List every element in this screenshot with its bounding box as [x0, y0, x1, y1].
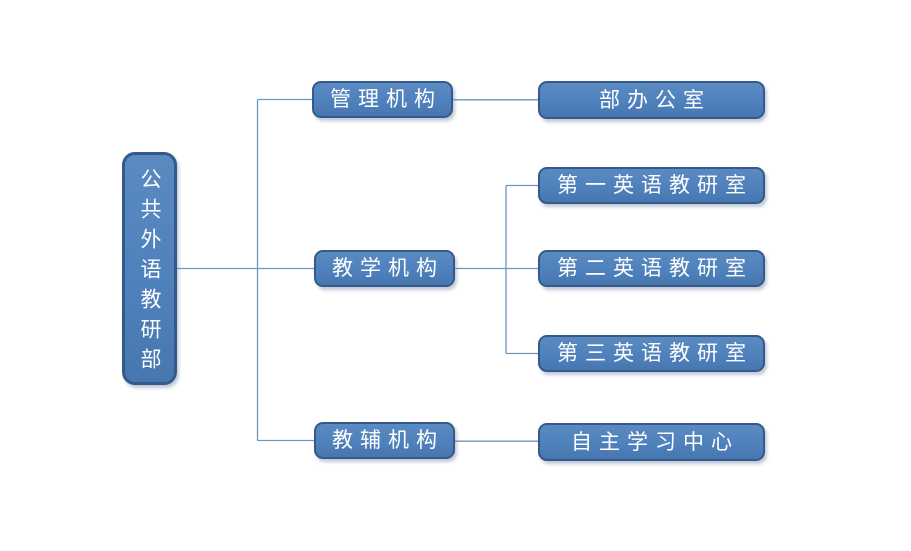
node-english-office-3-label: 第三英语教研室	[557, 341, 753, 365]
node-self-study-center: 自主学习中心	[538, 423, 765, 461]
node-english-office-2-label: 第二英语教研室	[557, 256, 753, 280]
node-self-study-center-label: 自主学习中心	[571, 429, 739, 454]
node-root-department: 公共外语教研部	[122, 152, 177, 385]
node-auxiliary-org-label: 教辅机构	[332, 428, 444, 452]
node-department-office-label: 部办公室	[599, 87, 711, 112]
node-management-org: 管理机构	[312, 81, 453, 118]
node-department-office: 部办公室	[538, 81, 765, 119]
node-english-office-1-label: 第一英语教研室	[557, 173, 753, 197]
node-auxiliary-org: 教辅机构	[314, 422, 455, 459]
node-root-department-label: 公共外语教研部	[138, 168, 162, 378]
node-teaching-org-label: 教学机构	[332, 256, 444, 280]
node-english-office-2: 第二英语教研室	[538, 250, 765, 287]
node-management-org-label: 管理机构	[330, 87, 442, 111]
node-teaching-org: 教学机构	[314, 250, 455, 287]
node-english-office-1: 第一英语教研室	[538, 167, 765, 204]
node-english-office-3: 第三英语教研室	[538, 335, 765, 372]
